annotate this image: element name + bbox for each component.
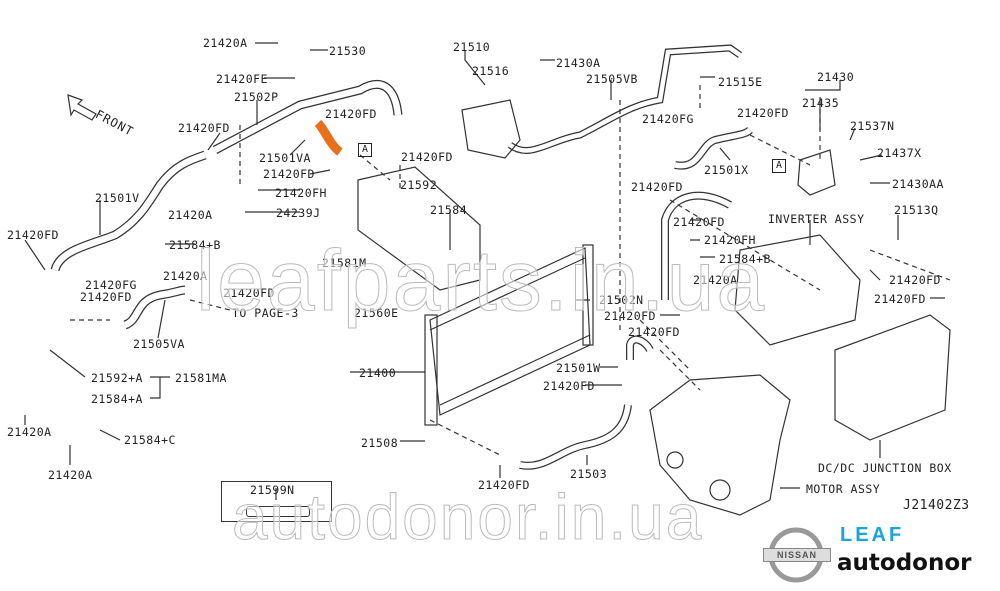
part-label[interactable]: 21513Q <box>894 203 939 217</box>
hose-21501va <box>314 119 343 156</box>
part-label[interactable]: 21584+B <box>719 252 771 266</box>
part-label[interactable]: 21581M <box>322 256 367 270</box>
part-label[interactable]: 21516 <box>472 64 510 78</box>
part-label[interactable]: 21505VB <box>586 72 638 86</box>
pump-group <box>357 166 481 291</box>
part-label[interactable]: 21430AA <box>892 177 944 191</box>
part-label[interactable]: 21501W <box>556 361 601 375</box>
part-label[interactable]: 21592+A <box>91 371 143 385</box>
watermark: leafparts.in.ua <box>195 233 767 330</box>
part-label[interactable]: 21505VA <box>133 337 185 351</box>
reference-marker: A <box>772 159 786 173</box>
part-label[interactable]: 21420A <box>7 425 52 439</box>
leaf-model-label: LEAF <box>840 524 905 546</box>
part-label[interactable]: 21420A <box>168 208 213 222</box>
part-label[interactable]: 21420FD <box>263 167 315 181</box>
part-label[interactable]: 21420A <box>48 468 93 482</box>
reservoir-21510 <box>461 99 521 159</box>
part-label[interactable]: 21599N <box>250 483 295 497</box>
part-label[interactable]: 21420FD <box>604 309 656 323</box>
part-label[interactable]: 21581MA <box>175 371 227 385</box>
part-label[interactable]: 21502N <box>599 293 644 307</box>
hose-21505vb <box>507 44 743 154</box>
part-label[interactable]: 21420FD <box>401 150 453 164</box>
assembly-label[interactable]: DC/DC JUNCTION BOX <box>818 461 952 475</box>
part-label[interactable]: 21430A <box>556 56 601 70</box>
part-label[interactable]: 21420FD <box>478 478 530 492</box>
part-label[interactable]: 21420FD <box>889 273 941 287</box>
part-label[interactable]: 21592 <box>400 178 438 192</box>
part-label[interactable]: 21420FD <box>628 325 680 339</box>
part-label[interactable]: 21420FD <box>673 215 725 229</box>
part-label[interactable]: 21537N <box>850 119 895 133</box>
reservoir-21437x <box>797 149 836 196</box>
part-label[interactable]: 21420FD <box>325 107 377 121</box>
part-label[interactable]: 21420FG <box>85 278 137 292</box>
part-label[interactable]: 21420FG <box>642 112 694 126</box>
inverter-assy <box>734 234 861 346</box>
dcdc-junction-box <box>834 314 951 441</box>
reference-marker: A <box>358 143 372 157</box>
watermark: autodonor.in.ua <box>231 481 704 554</box>
motor-assy <box>649 374 791 516</box>
part-label[interactable]: 21530 <box>329 44 367 58</box>
part-label[interactable]: 21584+C <box>124 433 176 447</box>
autodonor-brand: autodonor <box>837 550 972 576</box>
part-label[interactable]: 21501V <box>95 191 140 205</box>
part-label[interactable]: 21584+B <box>169 238 221 252</box>
part-label[interactable]: 21502P <box>234 90 279 104</box>
label-plate-icon <box>246 506 310 517</box>
part-label[interactable]: 21420FE <box>216 72 268 86</box>
assembly-label[interactable]: INVERTER ASSY <box>768 212 865 226</box>
part-label[interactable]: 21400 <box>359 366 397 380</box>
part-label[interactable]: 21430 <box>817 70 855 84</box>
part-label[interactable]: 21420FD <box>223 286 275 300</box>
part-label[interactable]: 21515E <box>718 75 763 89</box>
part-label[interactable]: 21420FD <box>737 106 789 120</box>
part-label[interactable]: 21437X <box>877 146 922 160</box>
part-label[interactable]: 21420FD <box>631 180 683 194</box>
part-label[interactable]: 21510 <box>453 40 491 54</box>
part-label[interactable]: 21420FD <box>80 290 132 304</box>
part-label[interactable]: 21503 <box>570 467 608 481</box>
part-label[interactable]: 21584 <box>430 203 468 217</box>
nissan-logo-text: NISSAN <box>763 548 831 562</box>
part-label[interactable]: 21420FD <box>543 379 595 393</box>
part-label[interactable]: 21420FH <box>275 186 327 200</box>
part-label[interactable]: 21420A <box>203 36 248 50</box>
front-arrow <box>67 94 97 121</box>
part-label[interactable]: 21501X <box>704 163 749 177</box>
part-label[interactable]: 21560E <box>354 306 399 320</box>
part-label[interactable]: 21420FD <box>178 121 230 135</box>
part-label[interactable]: 21420A <box>693 273 738 287</box>
part-label[interactable]: 21435 <box>802 96 840 110</box>
diagram-code: J21402Z3 <box>903 498 970 513</box>
part-label[interactable]: 24239J <box>276 206 321 220</box>
part-label[interactable]: 21508 <box>361 436 399 450</box>
assembly-label[interactable]: MOTOR ASSY <box>806 482 881 496</box>
part-label-highlighted[interactable]: 21501VA <box>259 151 311 165</box>
part-label[interactable]: 21420FH <box>704 233 756 247</box>
part-21599n-box <box>221 481 332 522</box>
part-label[interactable]: 21584+A <box>91 392 143 406</box>
part-label[interactable]: 21420FD <box>874 292 926 306</box>
part-label[interactable]: 21420A <box>163 269 208 283</box>
radiator-21400 <box>424 244 594 426</box>
part-label[interactable]: 21420FD <box>7 228 59 242</box>
page-reference-label[interactable]: TO PAGE-3 <box>232 306 299 320</box>
